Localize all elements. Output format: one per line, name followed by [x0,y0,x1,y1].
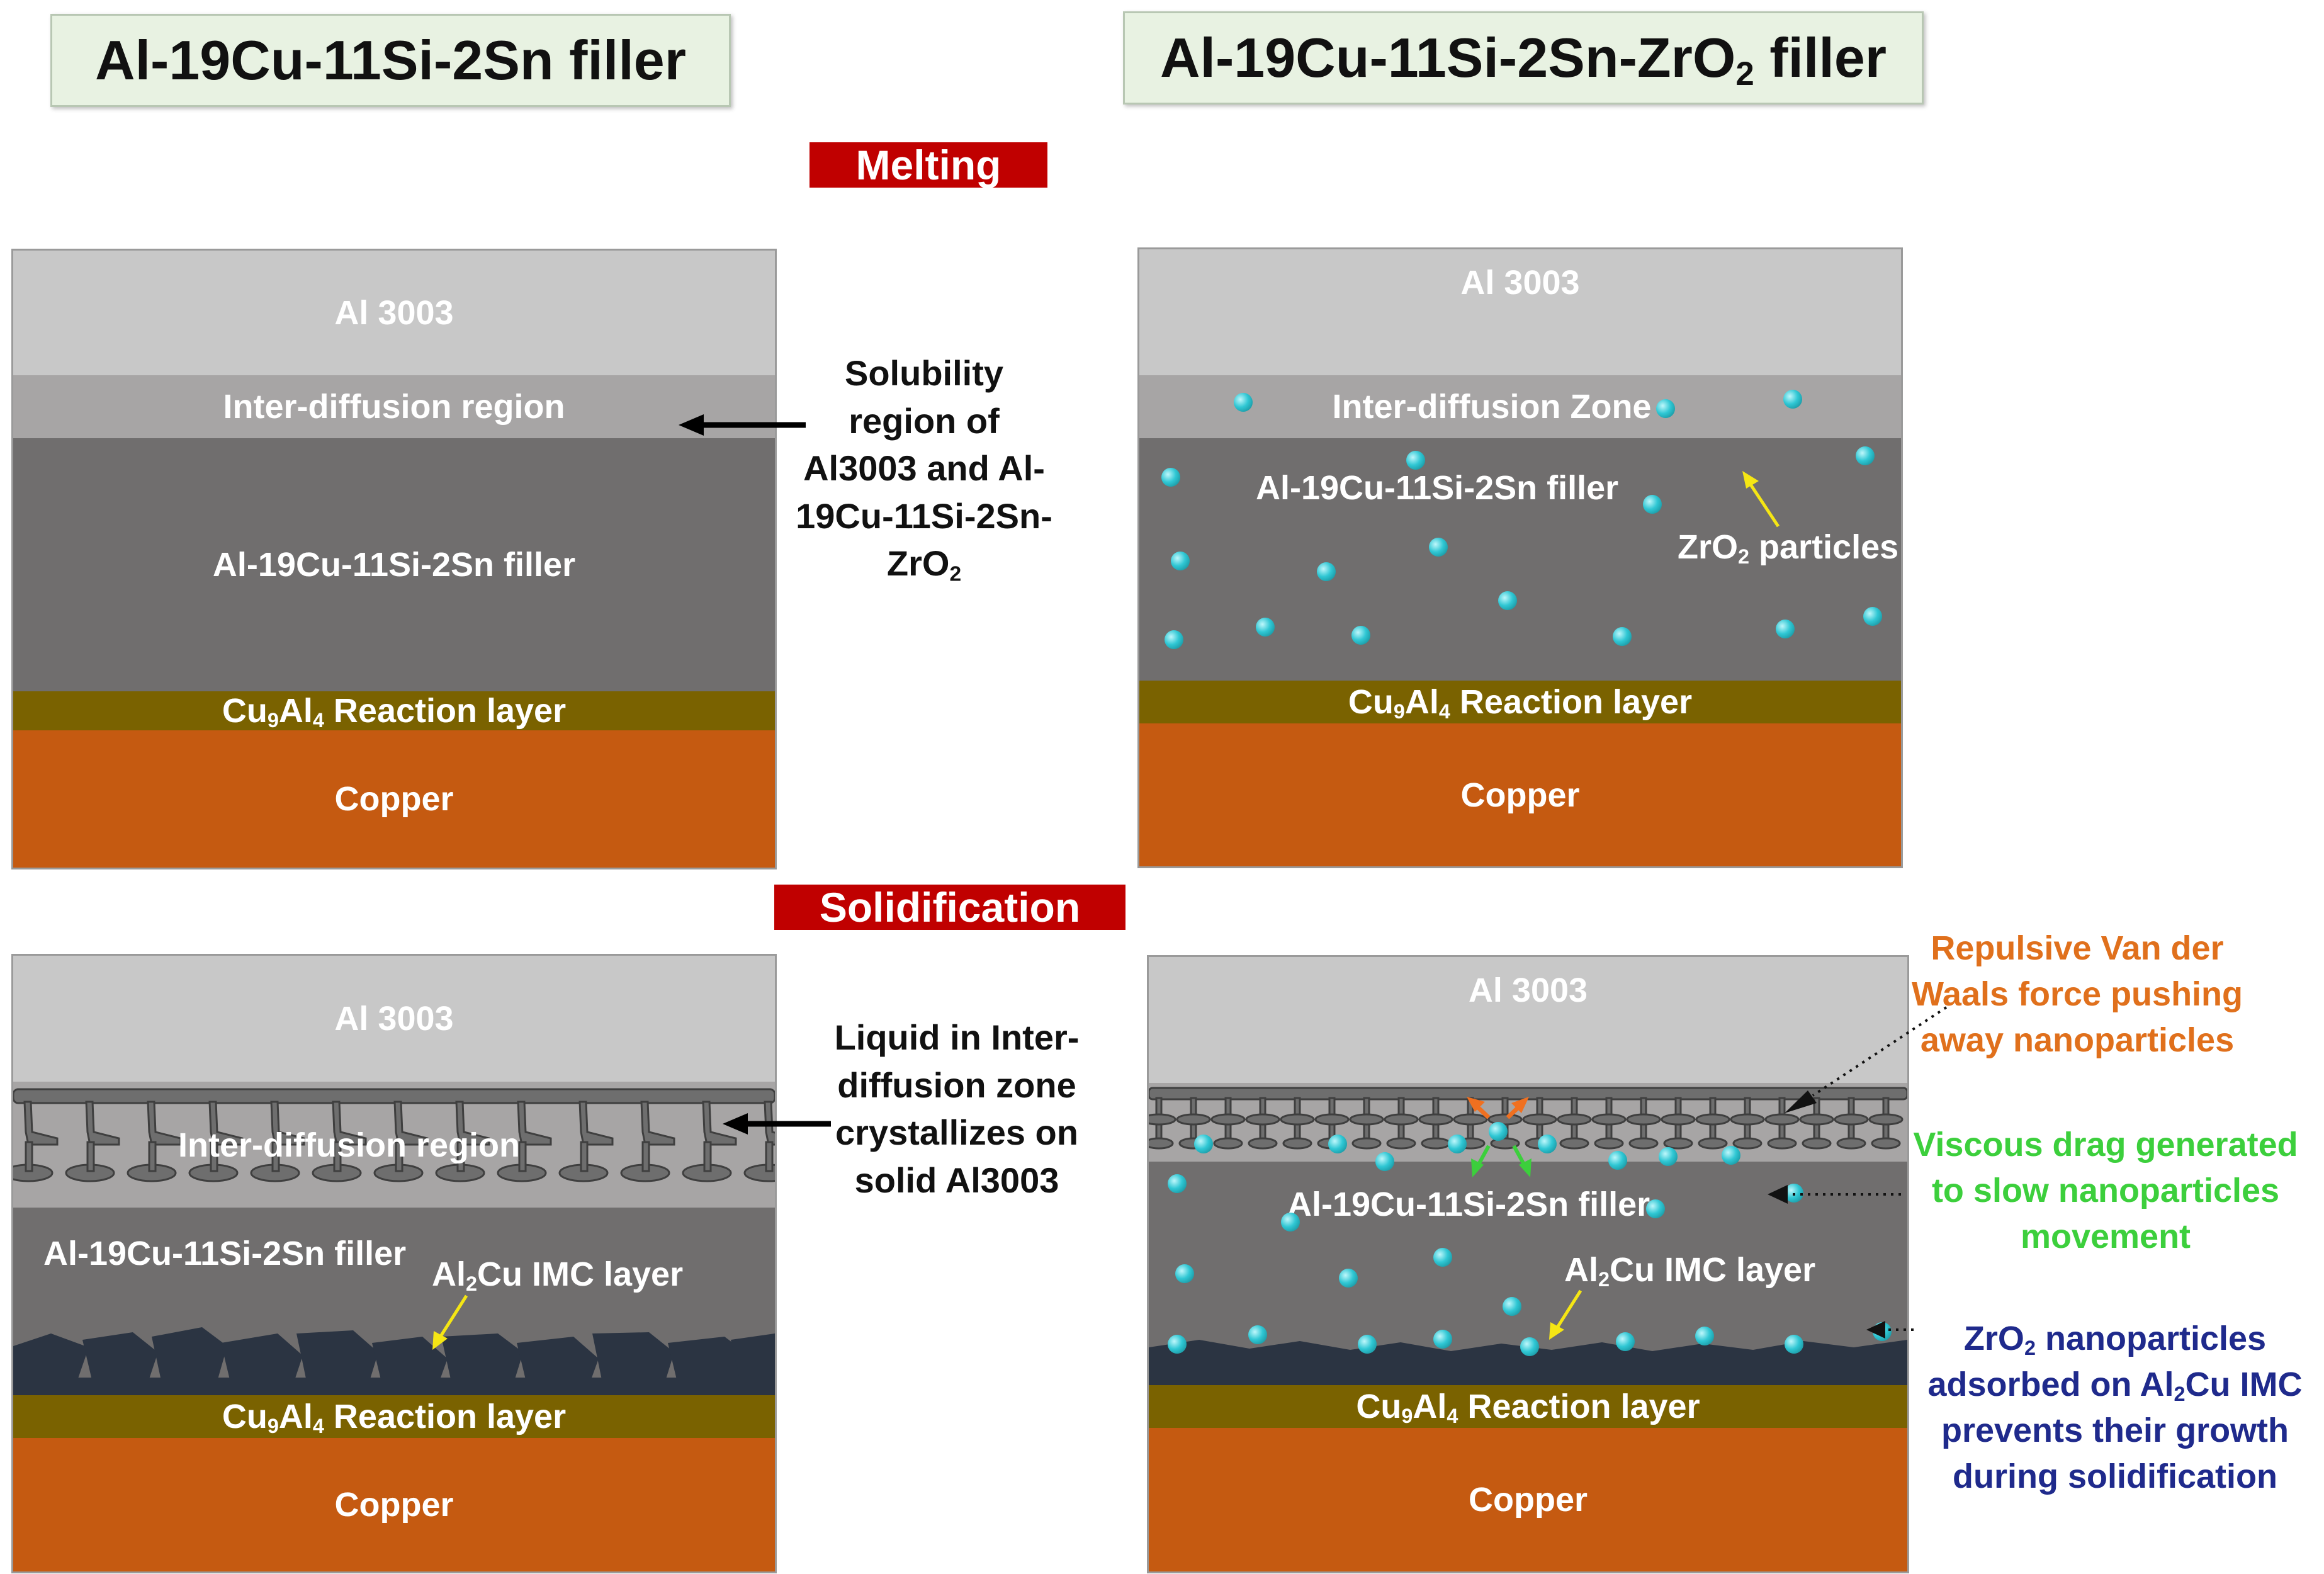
zro2-particle [1538,1135,1557,1153]
left-title-box: Al-19Cu-11Si-2Sn filler [50,14,731,107]
zro2-particle [1503,1297,1521,1316]
zro2-particle [1498,591,1517,610]
filler-layer [1139,438,1901,681]
al3003-layer: Al 3003 [13,251,775,375]
filler-layer: Al-19Cu-11Si-2Sn filler [13,438,775,691]
al3003-layer: Al 3003 [13,956,775,1082]
zro2-particle [1168,1174,1187,1193]
zro2-particle [1783,390,1802,409]
copper-layer: Copper [13,1438,775,1571]
zro2-particle [1168,1335,1187,1354]
zro2-particle [1863,607,1882,626]
zro2-particle [1695,1327,1714,1345]
solidification-stage-label: Solidification [774,884,1125,931]
liquid-arrow [723,1113,831,1135]
zro2-particle [1194,1135,1213,1153]
zro2-particle [1776,620,1795,638]
panel-melting-zro2: Al 3003 Inter-diffusion Zone Al-19Cu-11S… [1137,247,1903,868]
panel-solid-filler: Al 3003 Inter-diffusion region Al-19Cu-1… [11,954,777,1573]
zro2-particle [1613,627,1632,646]
melting-stage-label: Melting [809,142,1047,188]
zro2-particle [1722,1146,1740,1165]
filler-label: Al-19Cu-11Si-2Sn filler [1256,469,1619,507]
left-title: Al-19Cu-11Si-2Sn filler [95,29,686,91]
right-title-box: Al-19Cu-11Si-2Sn-ZrO2 filler [1123,11,1924,105]
reaction-layer: Cu9Al4 Reaction layer [1149,1385,1907,1428]
zro2-particle [1175,1264,1194,1283]
solubility-arrow [679,414,806,436]
zro2-particle [1520,1337,1539,1356]
zro2-particle [1339,1269,1358,1288]
zro2-particle [1429,538,1448,557]
zro2-particle [1856,446,1875,465]
zro2-particle [1171,552,1190,570]
imc-layer-label: Al2Cu IMC layer [1564,1251,1816,1291]
zro2-particle [1328,1135,1347,1153]
zro2-particle [1406,451,1425,470]
zro2-particle-center [1489,1122,1508,1141]
zro2-particle [1643,495,1662,514]
zro2-particle [1433,1330,1452,1349]
liquid-note: Liquid in Inter- diffusion zone crystall… [834,1017,1080,1200]
viscous-note: Viscous drag generated to slow nanoparti… [1913,1126,2298,1255]
reaction-layer: Cu9Al4 Reaction layer [1139,681,1901,723]
zro2-particle [1785,1335,1803,1354]
zro2-particle [1616,1332,1635,1351]
inter-diffusion-region-label: Inter-diffusion region [178,1126,520,1164]
right-title: Al-19Cu-11Si-2Sn-ZrO2 filler [1159,26,1887,93]
zro2-particle [1656,399,1675,418]
panel-melting-filler: Al 3003 Inter-diffusion region Al-19Cu-1… [11,249,777,869]
zro2-particle [1248,1325,1267,1344]
inter-diffusion-region-layer: Inter-diffusion region [13,375,775,438]
adsorbed-note: ZrO2 nanoparticles adsorbed on Al2Cu IMC… [1927,1320,2303,1495]
zro2-particle [1375,1152,1394,1171]
zro2-particle [1659,1147,1678,1166]
crystal-dendrites [1149,1087,1907,1150]
crystal-dendrites [13,1088,775,1182]
al3003-layer: Al 3003 [1149,957,1907,1097]
zro2-particle [1646,1199,1665,1218]
filler-label: Al-19Cu-11Si-2Sn filler [1287,1186,1650,1223]
zro2-particle [1256,618,1275,637]
reaction-layer: Cu9Al4 Reaction layer [13,691,775,730]
copper-layer: Copper [1149,1428,1907,1571]
imc-grains [1149,1340,1907,1391]
zro2-particles-label: ZrO2 particles [1678,528,1899,569]
zro2-particle [1608,1151,1627,1170]
copper-layer: Copper [13,730,775,868]
force-arrows [1467,1097,1582,1340]
filler-label: Al-19Cu-11Si-2Sn filler [43,1235,407,1272]
zro2-particle [1351,626,1370,645]
zro2-particle [1433,1248,1452,1267]
zro2-particle [1358,1335,1377,1354]
imc-pointer-arrow [432,1294,468,1350]
zro2-particle [1317,562,1336,581]
panel-solid-zro2: Al 3003 Al-19Cu-11Si-2Sn filler Al2Cu IM… [1147,955,1909,1573]
zro2-particle [1448,1135,1467,1153]
repulsive-note: Repulsive Van der Waals force pushing aw… [1911,929,2243,1059]
imc-layer-label: Al2Cu IMC layer [432,1255,684,1296]
zro2-pointer-arrow [1742,471,1780,528]
zro2-particle [1234,393,1253,412]
copper-layer: Copper [1139,723,1901,866]
zro2-particle [1161,468,1180,487]
al3003-layer: Al 3003 [1139,249,1901,389]
solubility-note: Solubility region of Al3003 and Al- 19Cu… [796,353,1052,586]
reaction-layer: Cu9Al4 Reaction layer [13,1395,775,1438]
inter-diffusion-zone-layer: Inter-diffusion Zone [1139,375,1901,438]
zro2-particle [1165,630,1183,649]
zro2-particle [1281,1213,1300,1231]
